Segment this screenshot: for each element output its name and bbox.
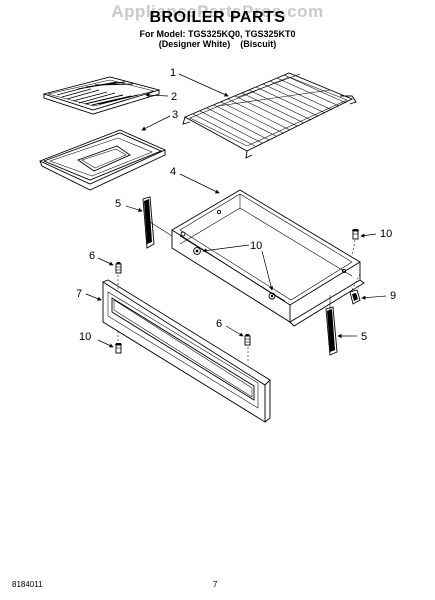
doc-number: 8184011 xyxy=(12,580,43,589)
callout-2: 2 xyxy=(171,91,177,103)
broiler-pan-insert xyxy=(42,76,161,115)
callout-6-right: 6 xyxy=(216,318,222,330)
nut-10-center xyxy=(193,247,201,255)
page-title: BROILER PARTS xyxy=(149,9,286,26)
watermark: AppliancePartsPros.com xyxy=(111,2,324,21)
drawer-front-panel xyxy=(102,279,271,423)
slide-rail-left xyxy=(142,196,173,249)
callout-9: 9 xyxy=(390,290,396,302)
model-line: For Model: TGS325KQ0, TGS325KT0 xyxy=(139,29,296,39)
callout-10-center: 10 xyxy=(250,240,262,252)
insert-slots xyxy=(56,81,139,106)
drawer-clip xyxy=(349,289,361,305)
nut-10-lower xyxy=(268,292,276,300)
screw-right xyxy=(244,334,251,346)
screw-left xyxy=(115,262,122,274)
callout-5-left: 5 xyxy=(115,198,121,210)
callout-4: 4 xyxy=(170,166,176,178)
screw-10-top-right xyxy=(352,229,359,240)
callout-1: 1 xyxy=(170,67,176,79)
callout-3: 3 xyxy=(172,109,178,121)
assembly-lines xyxy=(117,239,361,362)
leader-lines xyxy=(85,73,387,348)
slide-rail-right xyxy=(325,295,338,356)
grid-wires xyxy=(192,73,347,147)
callout-5-right: 5 xyxy=(361,331,367,343)
variant-designer-white: (Designer White) xyxy=(158,39,231,49)
callout-labels: 1 2 3 4 5 10 6 10 7 9 10 6 5 10 xyxy=(76,67,396,343)
screw-10-bottom-left xyxy=(115,343,122,354)
callout-10-right: 10 xyxy=(380,228,392,240)
page-number: 7 xyxy=(213,580,218,589)
variant-biscuit: (Biscuit) xyxy=(240,39,277,49)
broiler-grid xyxy=(182,72,357,159)
broiler-pan xyxy=(38,129,167,191)
broiler-drawer xyxy=(171,189,365,327)
callout-7: 7 xyxy=(76,288,82,300)
callout-10-bottom-left: 10 xyxy=(79,331,91,343)
variant-line: (Designer White) (Biscuit) xyxy=(0,39,435,49)
callout-6-left: 6 xyxy=(89,250,95,262)
